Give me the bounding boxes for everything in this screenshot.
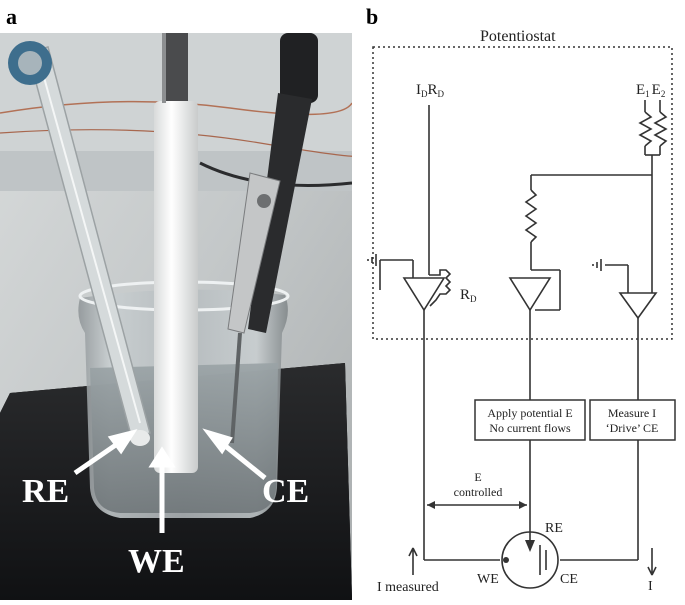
potentiostat-box [372,46,673,340]
we-label: WE [128,543,185,580]
panel-label-b: b [366,4,379,29]
potentiostat-title: Potentiostat [480,28,556,45]
amp-2 [508,277,552,312]
i-measured-label: I measured [377,580,439,595]
electrochemical-cell-photo: RE WE CE [0,33,352,600]
amp-1 [402,277,446,312]
panel-label-a: a [6,4,17,29]
apply-potential-line-2: No current flows [489,421,571,435]
i-label: I [648,579,653,594]
e-controlled-line-2: controlled [454,485,503,499]
cell-ce-label: CE [560,572,578,587]
cell-re-label: RE [545,521,563,536]
apply-potential-line-1: Apply potential E [487,406,572,420]
rd-label: RD [460,287,477,304]
apply-potential-box [474,399,586,441]
measure-current-line-1: Measure I [608,406,656,420]
cell-we-label: WE [477,572,499,587]
measure-current-box [589,399,676,441]
cell-symbol [501,531,559,589]
re-label: RE [22,473,70,510]
potentiostat-schematic: Potentiostat [355,0,685,600]
e-controlled-line-1: E [474,470,481,484]
measure-current-line-2: ‘Drive’ CE [606,421,659,435]
idrd-label: IDRD [416,82,445,99]
amp-3 [618,292,658,320]
ce-label: CE [262,473,310,510]
